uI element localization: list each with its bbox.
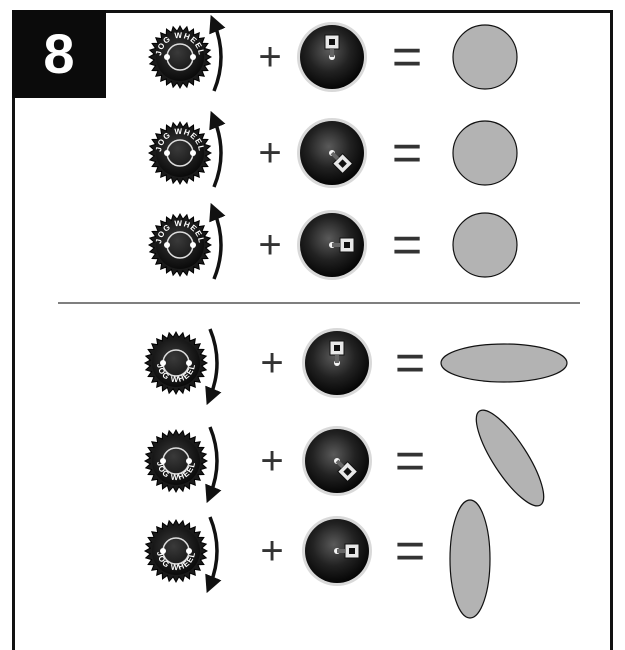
jog-wheel-icon-1-2: JOG WHEEL bbox=[143, 516, 222, 594]
equals-sign-1-2: = bbox=[395, 522, 425, 580]
result-shape-1-2 bbox=[449, 499, 491, 619]
jog-wheel-icon-1-0: JOG WHEEL bbox=[143, 328, 222, 406]
jog-wheel-icon-1-1: JOG WHEEL bbox=[143, 426, 222, 504]
rotation-arrow-icon bbox=[209, 110, 226, 188]
result-shape-0-1 bbox=[452, 120, 518, 186]
rotation-arrow-icon bbox=[209, 14, 226, 92]
jog-wheel-icon-0-0: JOG WHEEL bbox=[147, 14, 226, 92]
step-number-badge: 8 bbox=[12, 10, 106, 98]
equals-sign-0-0: = bbox=[392, 28, 422, 86]
rotary-knob-icon-1-1 bbox=[302, 426, 372, 496]
panel-frame bbox=[12, 10, 613, 650]
equals-sign-1-0: = bbox=[395, 334, 425, 392]
jog-wheel-icon-0-1: JOG WHEEL bbox=[147, 110, 226, 188]
result-shape-1-0 bbox=[440, 343, 568, 383]
rotation-arrow-icon bbox=[209, 202, 226, 280]
rotation-arrow-icon bbox=[205, 516, 222, 594]
jog-wheel-icon-0-2: JOG WHEEL bbox=[147, 202, 226, 280]
plus-sign-1-2: + bbox=[260, 529, 283, 573]
equals-sign-1-1: = bbox=[395, 432, 425, 490]
plus-sign-1-0: + bbox=[260, 341, 283, 385]
rotation-arrow-icon bbox=[205, 328, 222, 406]
rotary-knob-icon-0-2 bbox=[297, 210, 367, 280]
rotary-knob-icon-1-0 bbox=[302, 328, 372, 398]
equals-sign-0-1: = bbox=[392, 124, 422, 182]
result-shape-0-2 bbox=[452, 212, 518, 278]
diagram-canvas: JOG WHEEL + = JOG WHEEL + = JOG WHEEL + = JOG WHE… bbox=[58, 14, 580, 619]
equals-sign-0-2: = bbox=[392, 216, 422, 274]
rotary-knob-icon-0-1 bbox=[297, 118, 367, 188]
result-shape-0-0 bbox=[452, 24, 518, 90]
result-shape-1-1 bbox=[475, 409, 545, 507]
rotation-arrow-icon bbox=[205, 426, 222, 504]
rotary-knob-icon-0-0 bbox=[297, 22, 367, 92]
plus-sign-0-1: + bbox=[258, 131, 281, 175]
plus-sign-0-2: + bbox=[258, 223, 281, 267]
plus-sign-0-0: + bbox=[258, 35, 281, 79]
plus-sign-1-1: + bbox=[260, 439, 283, 483]
rotary-knob-icon-1-2 bbox=[302, 516, 372, 586]
